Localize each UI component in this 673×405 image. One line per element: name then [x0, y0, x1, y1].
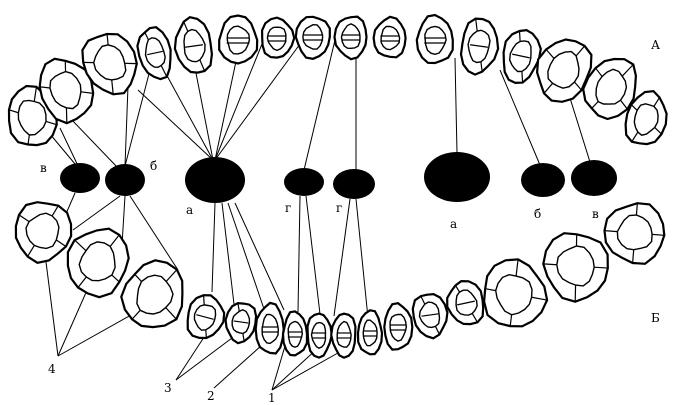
upper-incisor-l2: [262, 18, 294, 58]
spot-left-v: [60, 163, 100, 193]
upper-arch: [9, 15, 667, 145]
spot-left-a: [185, 157, 245, 203]
upper-jaw-label: А: [651, 38, 660, 52]
upper-canine-l: [219, 16, 257, 64]
lower-arch: [16, 202, 664, 358]
lower-premolar-l1: [226, 303, 257, 343]
upper-incisor-r2: [374, 17, 406, 58]
lower-incisor-l2: [283, 311, 307, 355]
spot-label-left-a: а: [186, 203, 193, 217]
number-label-2: 2: [207, 389, 215, 403]
lower-incisor-l1: [308, 314, 332, 358]
lower-molar-r2: [543, 233, 608, 302]
spot-left-b: [105, 164, 145, 196]
spot-left-g: [284, 168, 324, 196]
upper-incisor-r1: [335, 17, 367, 60]
contact-spots: [60, 152, 617, 203]
upper-premolar-l2: [137, 27, 170, 79]
spot-label-right-a: а: [450, 217, 457, 231]
upper-premolar-r2: [504, 30, 541, 83]
spot-right-a: [424, 152, 490, 202]
lower-canine-r: [384, 303, 412, 349]
lower-incisor-r2: [358, 310, 382, 354]
lower-molar-l3: [16, 202, 71, 263]
spot-label-right-g: г: [336, 201, 342, 215]
lower-incisor-r1: [331, 314, 355, 358]
upper-canine-r: [417, 15, 453, 63]
spot-label-left-b: б: [150, 159, 157, 173]
number-label-4: 4: [48, 362, 56, 376]
spot-right-v: [571, 160, 617, 196]
spot-label-right-b: б: [534, 207, 541, 221]
lower-molar-r3: [605, 203, 665, 264]
upper-premolar-l1: [175, 17, 212, 72]
lower-premolar-l2: [188, 295, 225, 338]
lower-premolar-r1: [413, 294, 448, 338]
lower-molar-r1: [484, 259, 547, 326]
spot-label-left-g: г: [285, 201, 291, 215]
spot-label-right-v: в: [592, 207, 599, 221]
lower-jaw-label: Б: [651, 311, 660, 325]
number-label-3: 3: [164, 381, 172, 395]
spot-label-left-v: в: [40, 161, 47, 175]
lower-molar-l2: [68, 229, 129, 298]
spot-right-g: [333, 169, 375, 199]
lower-molar-l1: [121, 260, 182, 327]
number-label-1: 1: [268, 391, 276, 405]
spot-right-b: [521, 163, 565, 197]
lower-canine-l: [256, 303, 284, 354]
upper-incisor-l1: [296, 17, 330, 59]
lower-premolar-r2: [447, 281, 483, 324]
upper-premolar-r1: [461, 19, 498, 75]
